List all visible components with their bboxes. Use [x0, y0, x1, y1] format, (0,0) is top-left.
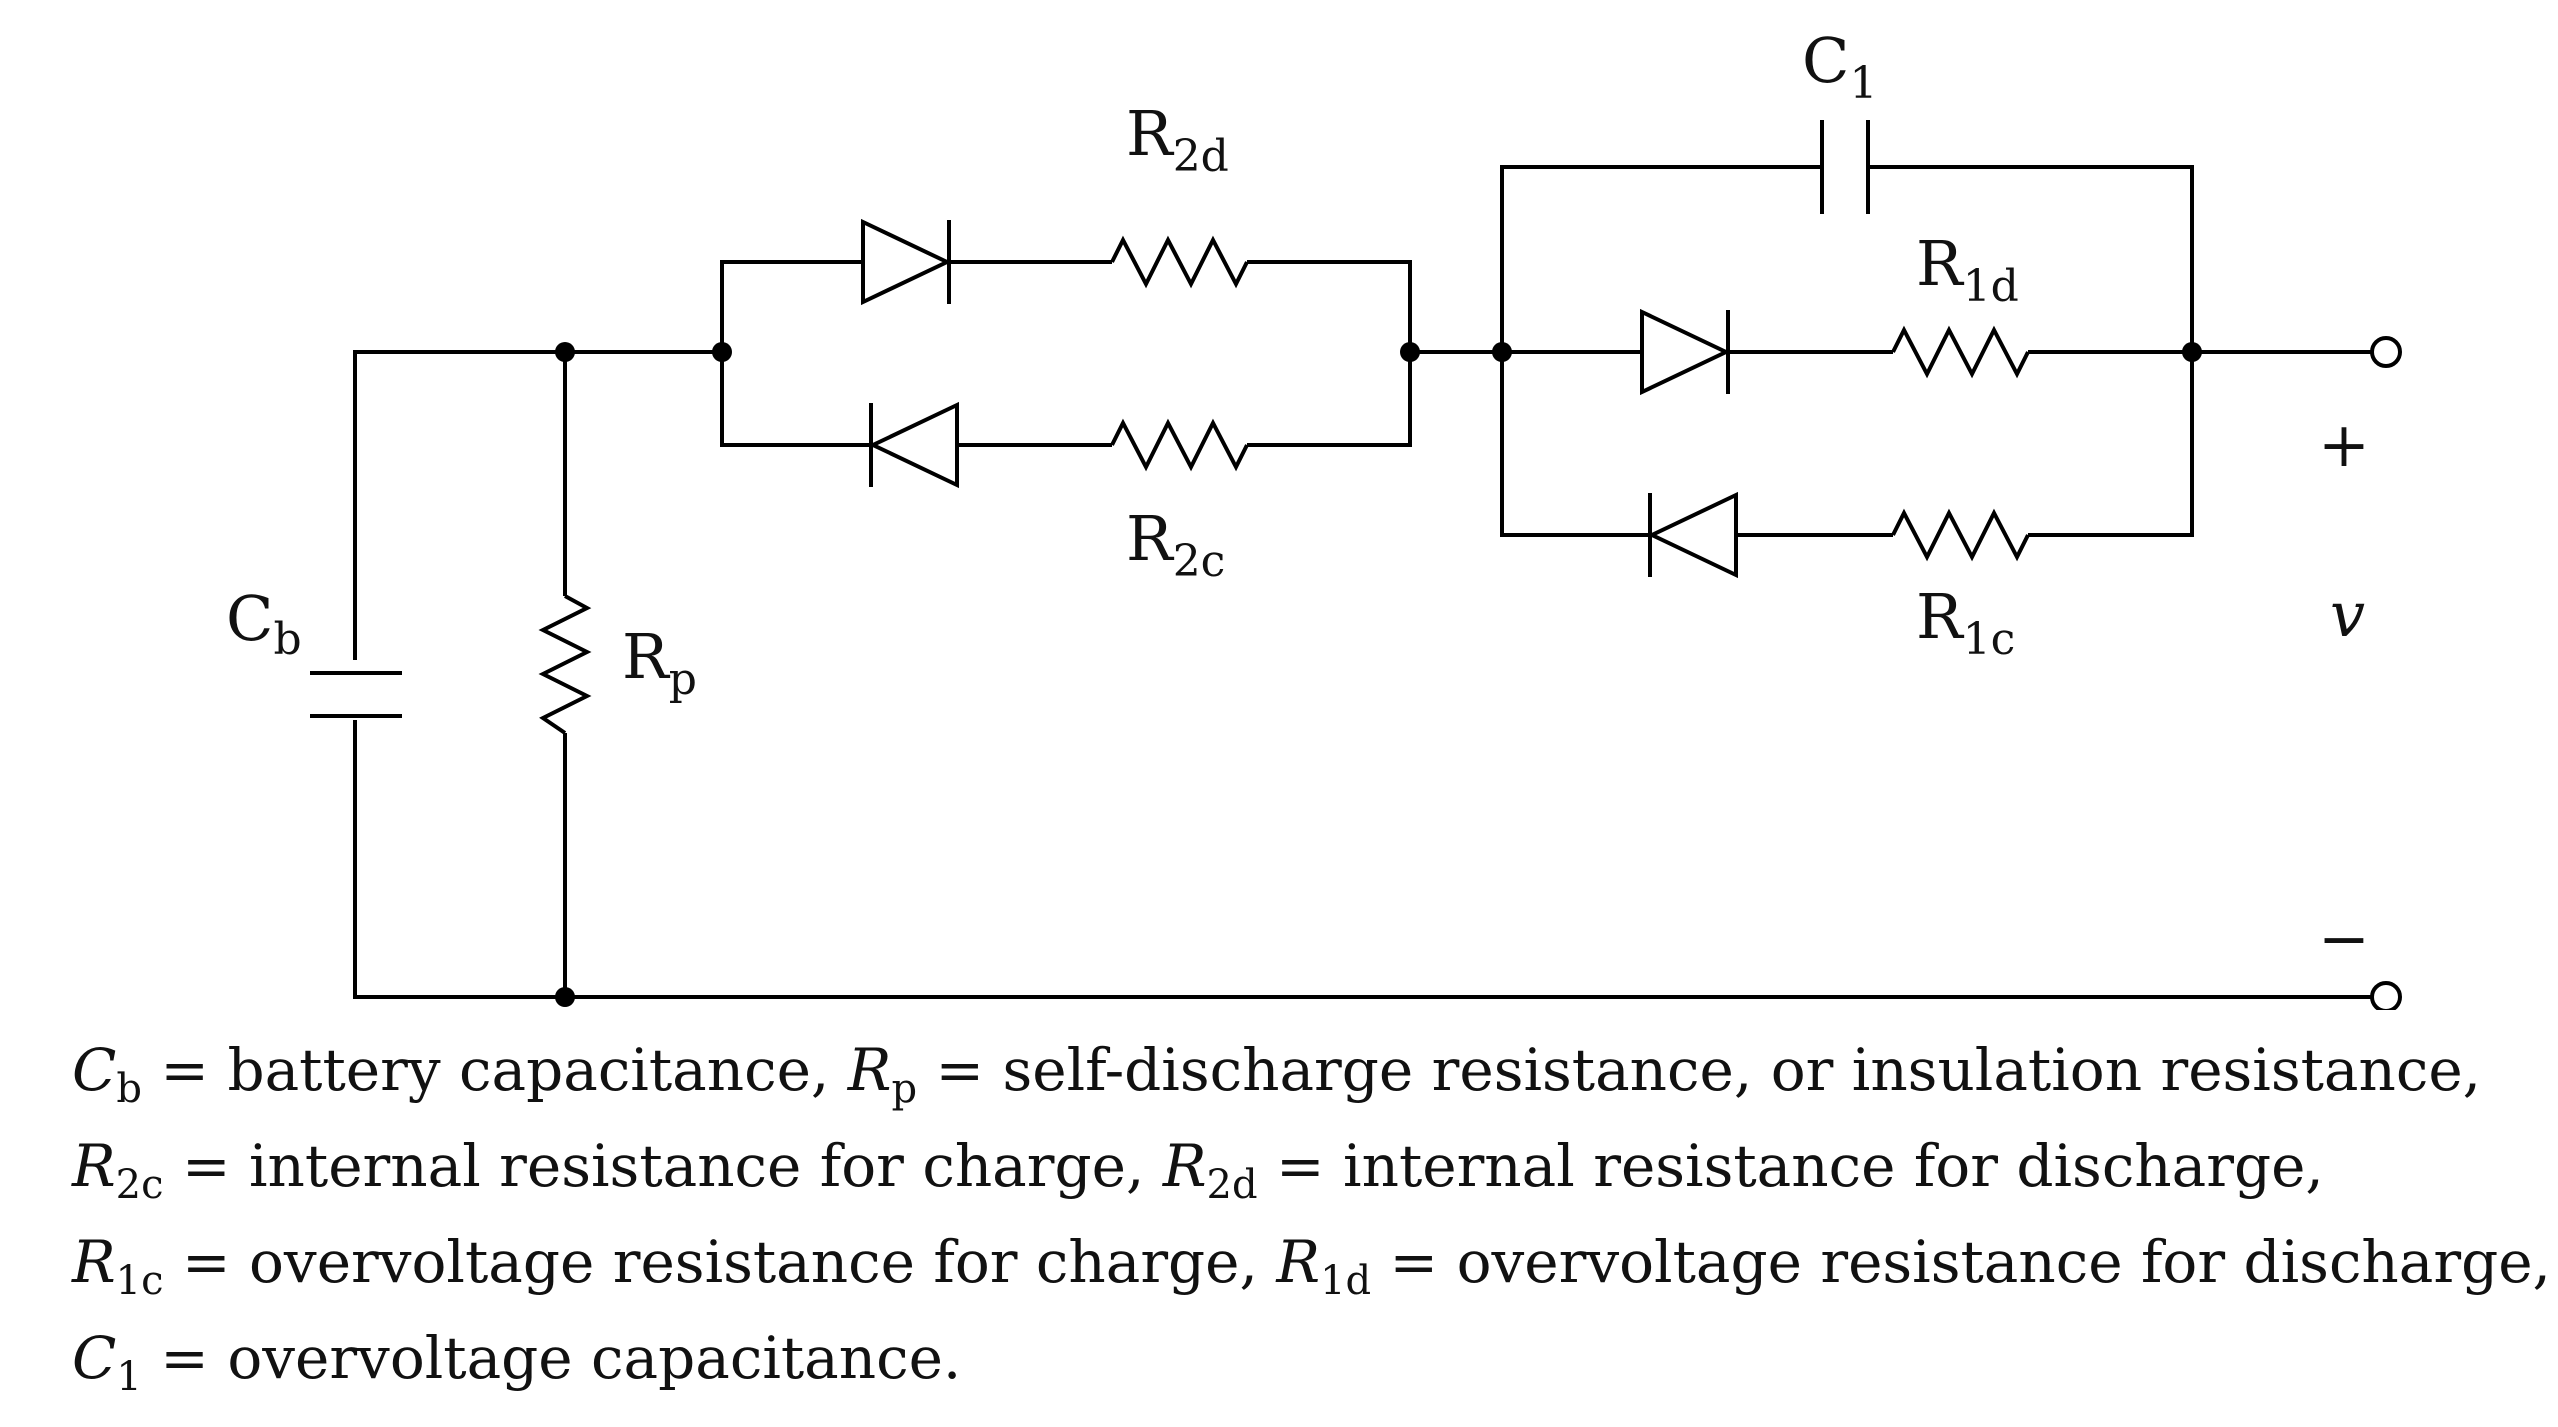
junction-dot — [1400, 342, 1420, 362]
resistor-r1d — [1891, 325, 2030, 379]
wire-r2d-right — [1247, 260, 1412, 352]
legend-description: = overvoltage capacitance. — [141, 1324, 962, 1392]
diode-r1d — [1640, 308, 1736, 396]
label-plus: + — [2318, 408, 2370, 481]
wire-r2c-branch — [720, 352, 863, 447]
legend-symbol: C — [72, 1036, 117, 1104]
label-c1: C1 — [1802, 24, 1877, 109]
diode-r2d — [861, 218, 957, 306]
resistor-r2d — [1110, 235, 1249, 289]
legend-subscript: 1 — [116, 1354, 142, 1400]
label-minus: − — [2318, 902, 2370, 975]
legend-line: Cb = battery capacitance, Rp = self-disc… — [72, 1022, 2532, 1118]
legend-subscript: 1d — [1320, 1258, 1372, 1304]
wire-r1c-right — [2028, 352, 2194, 537]
label-r2d: R2d — [1126, 97, 1229, 182]
junction-dot — [555, 987, 575, 1007]
legend-symbol: R — [1162, 1132, 1207, 1200]
resistor-rp — [538, 594, 592, 735]
wires — [353, 165, 2372, 999]
legend-symbol: R — [72, 1132, 116, 1200]
legend-symbol: C — [72, 1324, 117, 1392]
legend-subscript: 2d — [1206, 1162, 1258, 1208]
wire-r2c-right — [1247, 352, 1412, 447]
junction-dot — [712, 342, 732, 362]
wire-c1-left — [1500, 165, 1822, 352]
junction-dot — [1492, 342, 1512, 362]
legend-symbol: R — [72, 1228, 116, 1296]
circuit-diagram: Cb Rp R2d R2c C1 R1d R1c + v − — [226, 24, 2402, 1010]
diode-r1c — [1642, 491, 1738, 579]
junction-dot — [555, 342, 575, 362]
legend-description: = self-discharge resistance, or insulati… — [917, 1036, 2482, 1104]
legend: Cb = battery capacitance, Rp = self-disc… — [72, 1022, 2551, 1406]
legend-symbol: R — [847, 1036, 892, 1104]
legend-description: = battery capacitance, — [142, 1036, 848, 1104]
legend-symbol: R — [1276, 1228, 1321, 1296]
resistor-r2c — [1110, 418, 1249, 472]
capacitor-cb — [310, 671, 402, 718]
legend-subscript: 2c — [115, 1162, 164, 1208]
legend-line: C1 = overvoltage capacitance. — [72, 1310, 2532, 1406]
diode-r2c — [863, 401, 959, 489]
label-r2c: R2c — [1126, 502, 1225, 587]
wire-r2d-branch — [720, 260, 863, 352]
legend-line: R2c = internal resistance for charge, R2… — [72, 1118, 2532, 1214]
label-rp: Rp — [622, 620, 697, 705]
legend-line: R1c = overvoltage resistance for charge,… — [72, 1214, 2551, 1310]
label-voltage: v — [2330, 578, 2365, 651]
legend-subscript: b — [116, 1066, 142, 1112]
legend-description: = overvoltage resistance for discharge, — [1371, 1228, 2551, 1296]
label-cb: Cb — [226, 582, 302, 665]
legend-description: = internal resistance for discharge, — [1257, 1132, 2324, 1200]
wire-cb-bottom — [353, 720, 565, 999]
legend-description: = overvoltage resistance for charge, — [163, 1228, 1277, 1296]
label-r1c: R1c — [1916, 580, 2015, 665]
capacitor-c1 — [1820, 120, 1870, 214]
junction-dot — [2182, 342, 2202, 362]
legend-description: = internal resistance for charge, — [163, 1132, 1163, 1200]
wire-top-left — [353, 350, 722, 660]
legend-subscript: 1c — [115, 1258, 164, 1304]
terminal-positive — [2370, 336, 2402, 368]
resistor-r1c — [1891, 508, 2030, 562]
junction-dots — [555, 342, 2202, 1007]
legend-subscript: p — [891, 1066, 918, 1112]
wire-c1-right — [1868, 165, 2194, 352]
label-r1d: R1d — [1916, 227, 2019, 312]
terminal-negative — [2370, 981, 2402, 1010]
wire-r1c-left — [1500, 352, 1642, 537]
